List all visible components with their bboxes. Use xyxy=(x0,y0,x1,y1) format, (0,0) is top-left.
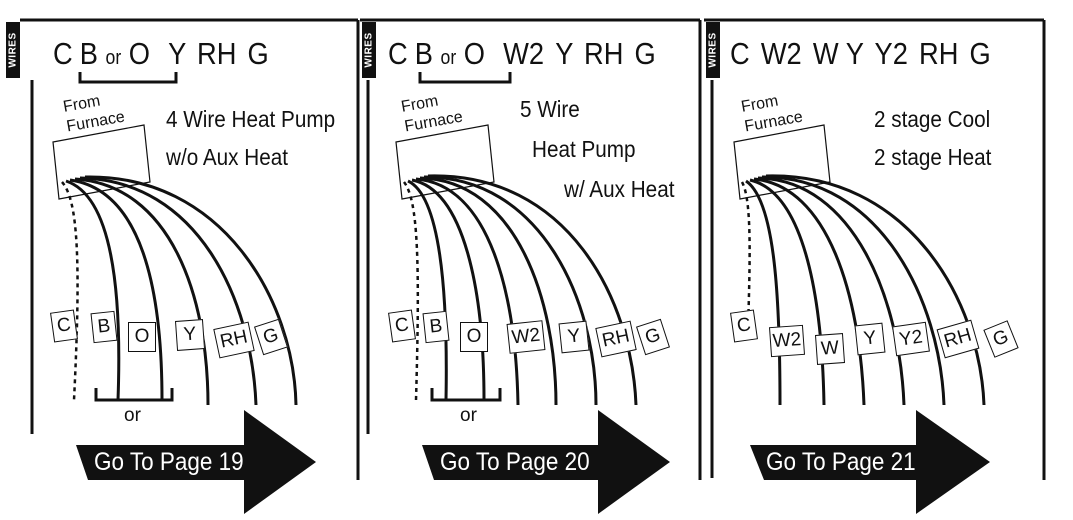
furnace-box xyxy=(395,124,495,200)
wire-rh xyxy=(423,175,598,406)
terminal-y: Y xyxy=(558,320,590,354)
wires-side-tab: WIRES xyxy=(6,22,20,78)
panel-2-description-line-1: 5 Wire xyxy=(520,96,580,122)
terminal-b: B xyxy=(90,310,118,344)
terminal-y: Y xyxy=(174,319,206,351)
panel-2-stage-cool-heat: WIRES C W2 W Y Y2 RH G From Furnace 2 st… xyxy=(704,0,1073,520)
terminal-b: B xyxy=(422,310,450,344)
furnace-box xyxy=(733,124,831,200)
go-to-page-20-button[interactable]: Go To Page 20 xyxy=(440,448,590,476)
panel-3-description-line-2: 2 stage Heat xyxy=(874,144,992,170)
wire-b xyxy=(65,179,121,401)
panel-2-description-line-2: Heat Pump xyxy=(532,136,636,162)
or-bracket xyxy=(430,388,502,402)
panel-2-drawing xyxy=(360,18,702,514)
wire-o xyxy=(69,178,164,401)
header-wire-y: Y xyxy=(168,36,186,71)
panel-1-description-line-1: 4 Wire Heat Pump xyxy=(166,106,336,132)
header-wire-o: O xyxy=(128,36,151,71)
or-bracket xyxy=(94,388,174,402)
terminal-c: C xyxy=(50,309,78,343)
header-wire-g: G xyxy=(634,36,656,71)
header-wire-y: Y xyxy=(845,36,864,71)
wire-y xyxy=(74,177,210,406)
or-label: or xyxy=(460,405,477,426)
header-wire-b: B xyxy=(79,36,98,71)
header-wire-c: C xyxy=(53,36,73,71)
go-to-page-19-button[interactable]: Go To Page 19 xyxy=(94,448,244,476)
header-wire-c: C xyxy=(388,36,408,71)
go-to-page-21-button[interactable]: Go To Page 21 xyxy=(766,448,916,476)
wires-side-tab: WIRES xyxy=(362,22,376,78)
wire-c-dashed xyxy=(61,181,79,401)
header-wire-w2: W2 xyxy=(503,36,545,71)
wire-w2 xyxy=(745,179,782,406)
go-to-page-20-arrow[interactable] xyxy=(422,410,670,514)
panel-3-description-line-1: 2 stage Cool xyxy=(874,106,991,132)
wire-y xyxy=(419,176,558,406)
panel-1-description-line-2: w/o Aux Heat xyxy=(166,144,288,170)
header-wire-rh: RH xyxy=(196,36,237,71)
header-wire-g: G xyxy=(969,36,991,71)
header-wire-w2: W2 xyxy=(760,36,802,71)
panel-2-description-line-3: w/ Aux Heat xyxy=(564,176,675,202)
wire-g xyxy=(765,174,986,406)
terminal-y2: Y2 xyxy=(892,321,930,357)
or-label: or xyxy=(124,405,141,426)
wires-side-tab: WIRES xyxy=(706,22,720,78)
wire-y xyxy=(753,177,866,406)
wire-o xyxy=(411,178,486,401)
wire-g xyxy=(427,174,638,406)
header-wire-b: B xyxy=(414,36,433,71)
wire-rh xyxy=(761,175,946,406)
wires-side-tab-label: WIRES xyxy=(7,32,19,68)
go-to-page-19-arrow[interactable] xyxy=(76,410,316,514)
panel-3-header: C W2 W Y Y2 RH G xyxy=(730,38,991,69)
panel-1-drawing xyxy=(20,18,360,514)
terminal-c: C xyxy=(730,309,758,343)
header-wire-o: O xyxy=(463,36,486,71)
header-wire-y: Y xyxy=(555,36,573,71)
wire-c-dashed xyxy=(740,181,751,331)
header-bracket xyxy=(418,72,512,84)
header-wire-y2: Y2 xyxy=(874,36,908,71)
terminal-w: W xyxy=(814,333,846,365)
wire-w2 xyxy=(415,177,520,406)
header-wire-c: C xyxy=(730,36,750,71)
header-or: or xyxy=(440,47,457,69)
panel-3-drawing xyxy=(704,18,1046,514)
terminal-o: O xyxy=(128,322,156,352)
terminal-c: C xyxy=(388,309,416,343)
terminal-o: O xyxy=(460,322,488,352)
header-or: or xyxy=(105,47,122,69)
wires-side-tab-label: WIRES xyxy=(707,32,719,68)
header-wire-rh: RH xyxy=(584,36,624,71)
terminal-w2: W2 xyxy=(768,324,806,358)
wire-c-dashed xyxy=(402,181,420,401)
wires-side-tab-label: WIRES xyxy=(363,32,375,68)
terminal-y: Y xyxy=(854,322,886,356)
wire-y2 xyxy=(757,176,906,406)
wire-b xyxy=(407,179,448,401)
wire-g xyxy=(84,175,298,406)
terminal-w2: W2 xyxy=(506,320,546,354)
header-wire-w: W xyxy=(812,36,839,71)
header-bracket xyxy=(78,72,178,84)
furnace-box xyxy=(52,124,151,200)
header-wire-rh: RH xyxy=(918,36,959,71)
header-wire-g: G xyxy=(247,36,269,71)
go-to-page-21-arrow[interactable] xyxy=(750,410,990,514)
wire-rh xyxy=(79,176,258,406)
